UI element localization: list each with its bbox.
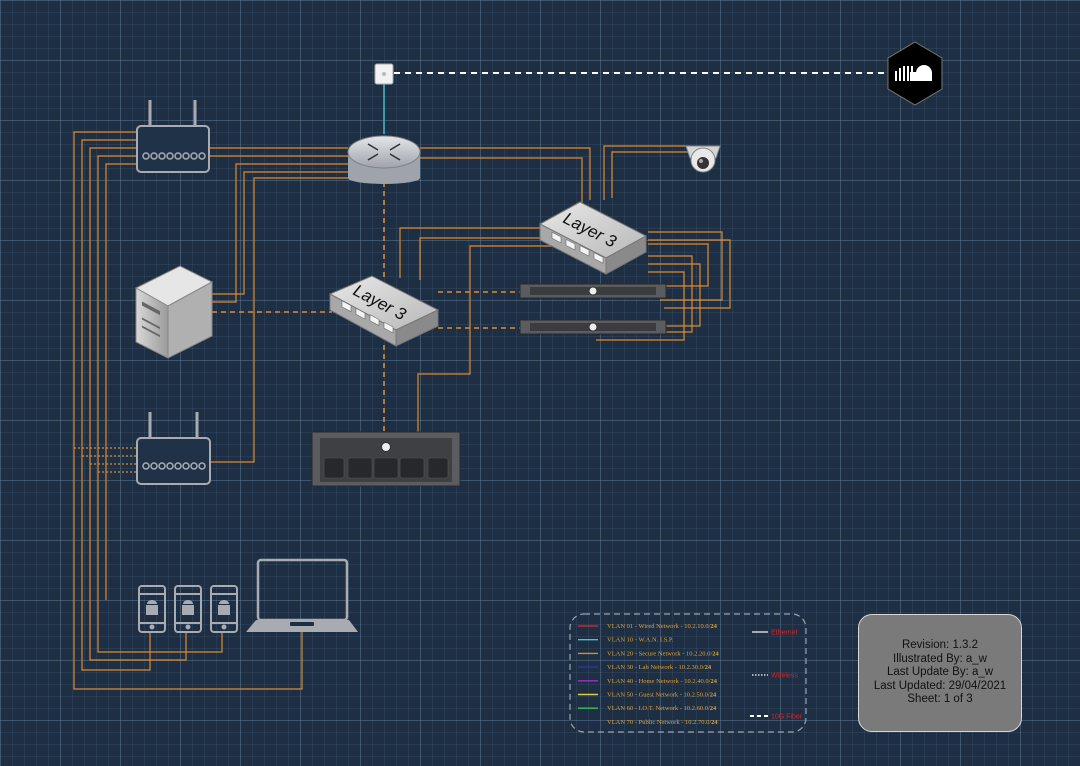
cable-bus-5 — [105, 163, 137, 600]
cable-bus-4 — [97, 155, 223, 653]
cable-l3-left-1 — [399, 227, 545, 278]
cable-l3-right-5 — [596, 271, 685, 341]
android-phone-1 — [138, 585, 166, 633]
cable-server-router-2 — [210, 171, 350, 295]
legend-vlan-label: VLAN 50 - Guest Network - 10.2.50.0/24 — [607, 692, 717, 699]
cable-ap2-router — [210, 177, 354, 463]
cable-router-l3b — [420, 157, 583, 205]
ap-ports-icon — [142, 152, 206, 160]
cable-l3-right-1 — [648, 231, 723, 301]
sheet-number: Sheet: 1 of 3 — [907, 693, 973, 706]
legend-rows: VLAN 01 - Wired Network - 10.2.10.0/24VL… — [578, 623, 720, 726]
dashed-link-group — [212, 182, 522, 432]
router-arrows-icon — [367, 143, 401, 161]
rack-server-storage — [311, 431, 461, 487]
cloud-hexagon — [887, 41, 943, 106]
last-updated: Last Updated: 29/04/2021 — [873, 679, 1007, 692]
cable-camera-l3 — [603, 145, 690, 200]
legend: VLAN 01 - Wired Network - 10.2.10.0/24VL… — [569, 613, 807, 733]
android-phone-2 — [174, 585, 202, 633]
legend-vlan-label: VLAN 60 - I.O.T. Network - 10.2.60.0/24 — [607, 705, 717, 712]
cable-router-l3a — [420, 147, 591, 200]
cable-server-router-1 — [210, 163, 348, 303]
cable-rack1-down — [640, 243, 709, 287]
rack-server-1 — [519, 283, 667, 299]
laptop — [246, 558, 358, 632]
revision-number: Revision: 1.3.2 — [901, 639, 979, 652]
legend-vlan-label: VLAN 01 - Wired Network - 10.2.10.0/24 — [607, 623, 718, 630]
last-update-by: Last Update By: a_w — [886, 666, 994, 679]
legend-vlan-label: VLAN 70 - Public Network - 10.2.70.0/24 — [607, 719, 718, 726]
access-point-bottom — [136, 412, 211, 485]
access-point-top — [136, 100, 210, 173]
dome-camera — [685, 145, 721, 173]
isp-ont-device — [374, 63, 394, 85]
android-icon — [146, 600, 158, 615]
l3-switch-mid: Layer 3 — [328, 275, 440, 347]
cable-group — [73, 131, 731, 690]
mobile-devices — [138, 585, 238, 633]
cable-bus-3 — [89, 147, 187, 661]
cable-bus-1 — [73, 131, 303, 690]
router — [347, 135, 421, 184]
ap-ports-icon — [142, 462, 206, 470]
cable-l3-right-2 — [648, 239, 731, 309]
legend-keys: Ethernet Wireless 10G Fiber — [750, 630, 803, 721]
illustrated-by: Illustrated By: a_w — [893, 652, 987, 665]
cloud-icon — [895, 65, 932, 81]
legend-key-wireless: Wireless — [771, 673, 798, 680]
cable-bus-2 — [81, 139, 151, 671]
l3-switch-top: Layer 3 — [538, 201, 648, 275]
android-icon — [182, 600, 194, 615]
tower-server — [134, 265, 214, 359]
legend-vlan-label: VLAN 40 - Home Network - 10.2.40.0/24 — [607, 678, 718, 685]
legend-key-ethernet: Ethernet — [771, 630, 798, 637]
cable-l3-left-2 — [419, 237, 555, 280]
legend-vlan-label: VLAN 20 - Secure Network - 10.2.20.0/24 — [607, 650, 720, 657]
cable-l3-right-3 — [648, 255, 693, 333]
cable-camera-l3-2 — [611, 151, 690, 198]
legend-key-fiber: 10G Fiber — [771, 714, 803, 721]
rack-server-2 — [519, 319, 667, 335]
legend-vlan-label: VLAN 30 - Lab Network - 10.2.30.0/24 — [607, 664, 712, 671]
revision-box: Revision: 1.3.2 Illustrated By: a_w Last… — [858, 614, 1022, 732]
android-phone-3 — [210, 585, 238, 633]
cable-l3-bigserver — [417, 245, 560, 432]
cable-l3-right-4 — [648, 263, 701, 327]
legend-vlan-label: VLAN 10 - W.A.N. I.S.P. — [607, 637, 674, 644]
android-icon — [218, 600, 230, 615]
